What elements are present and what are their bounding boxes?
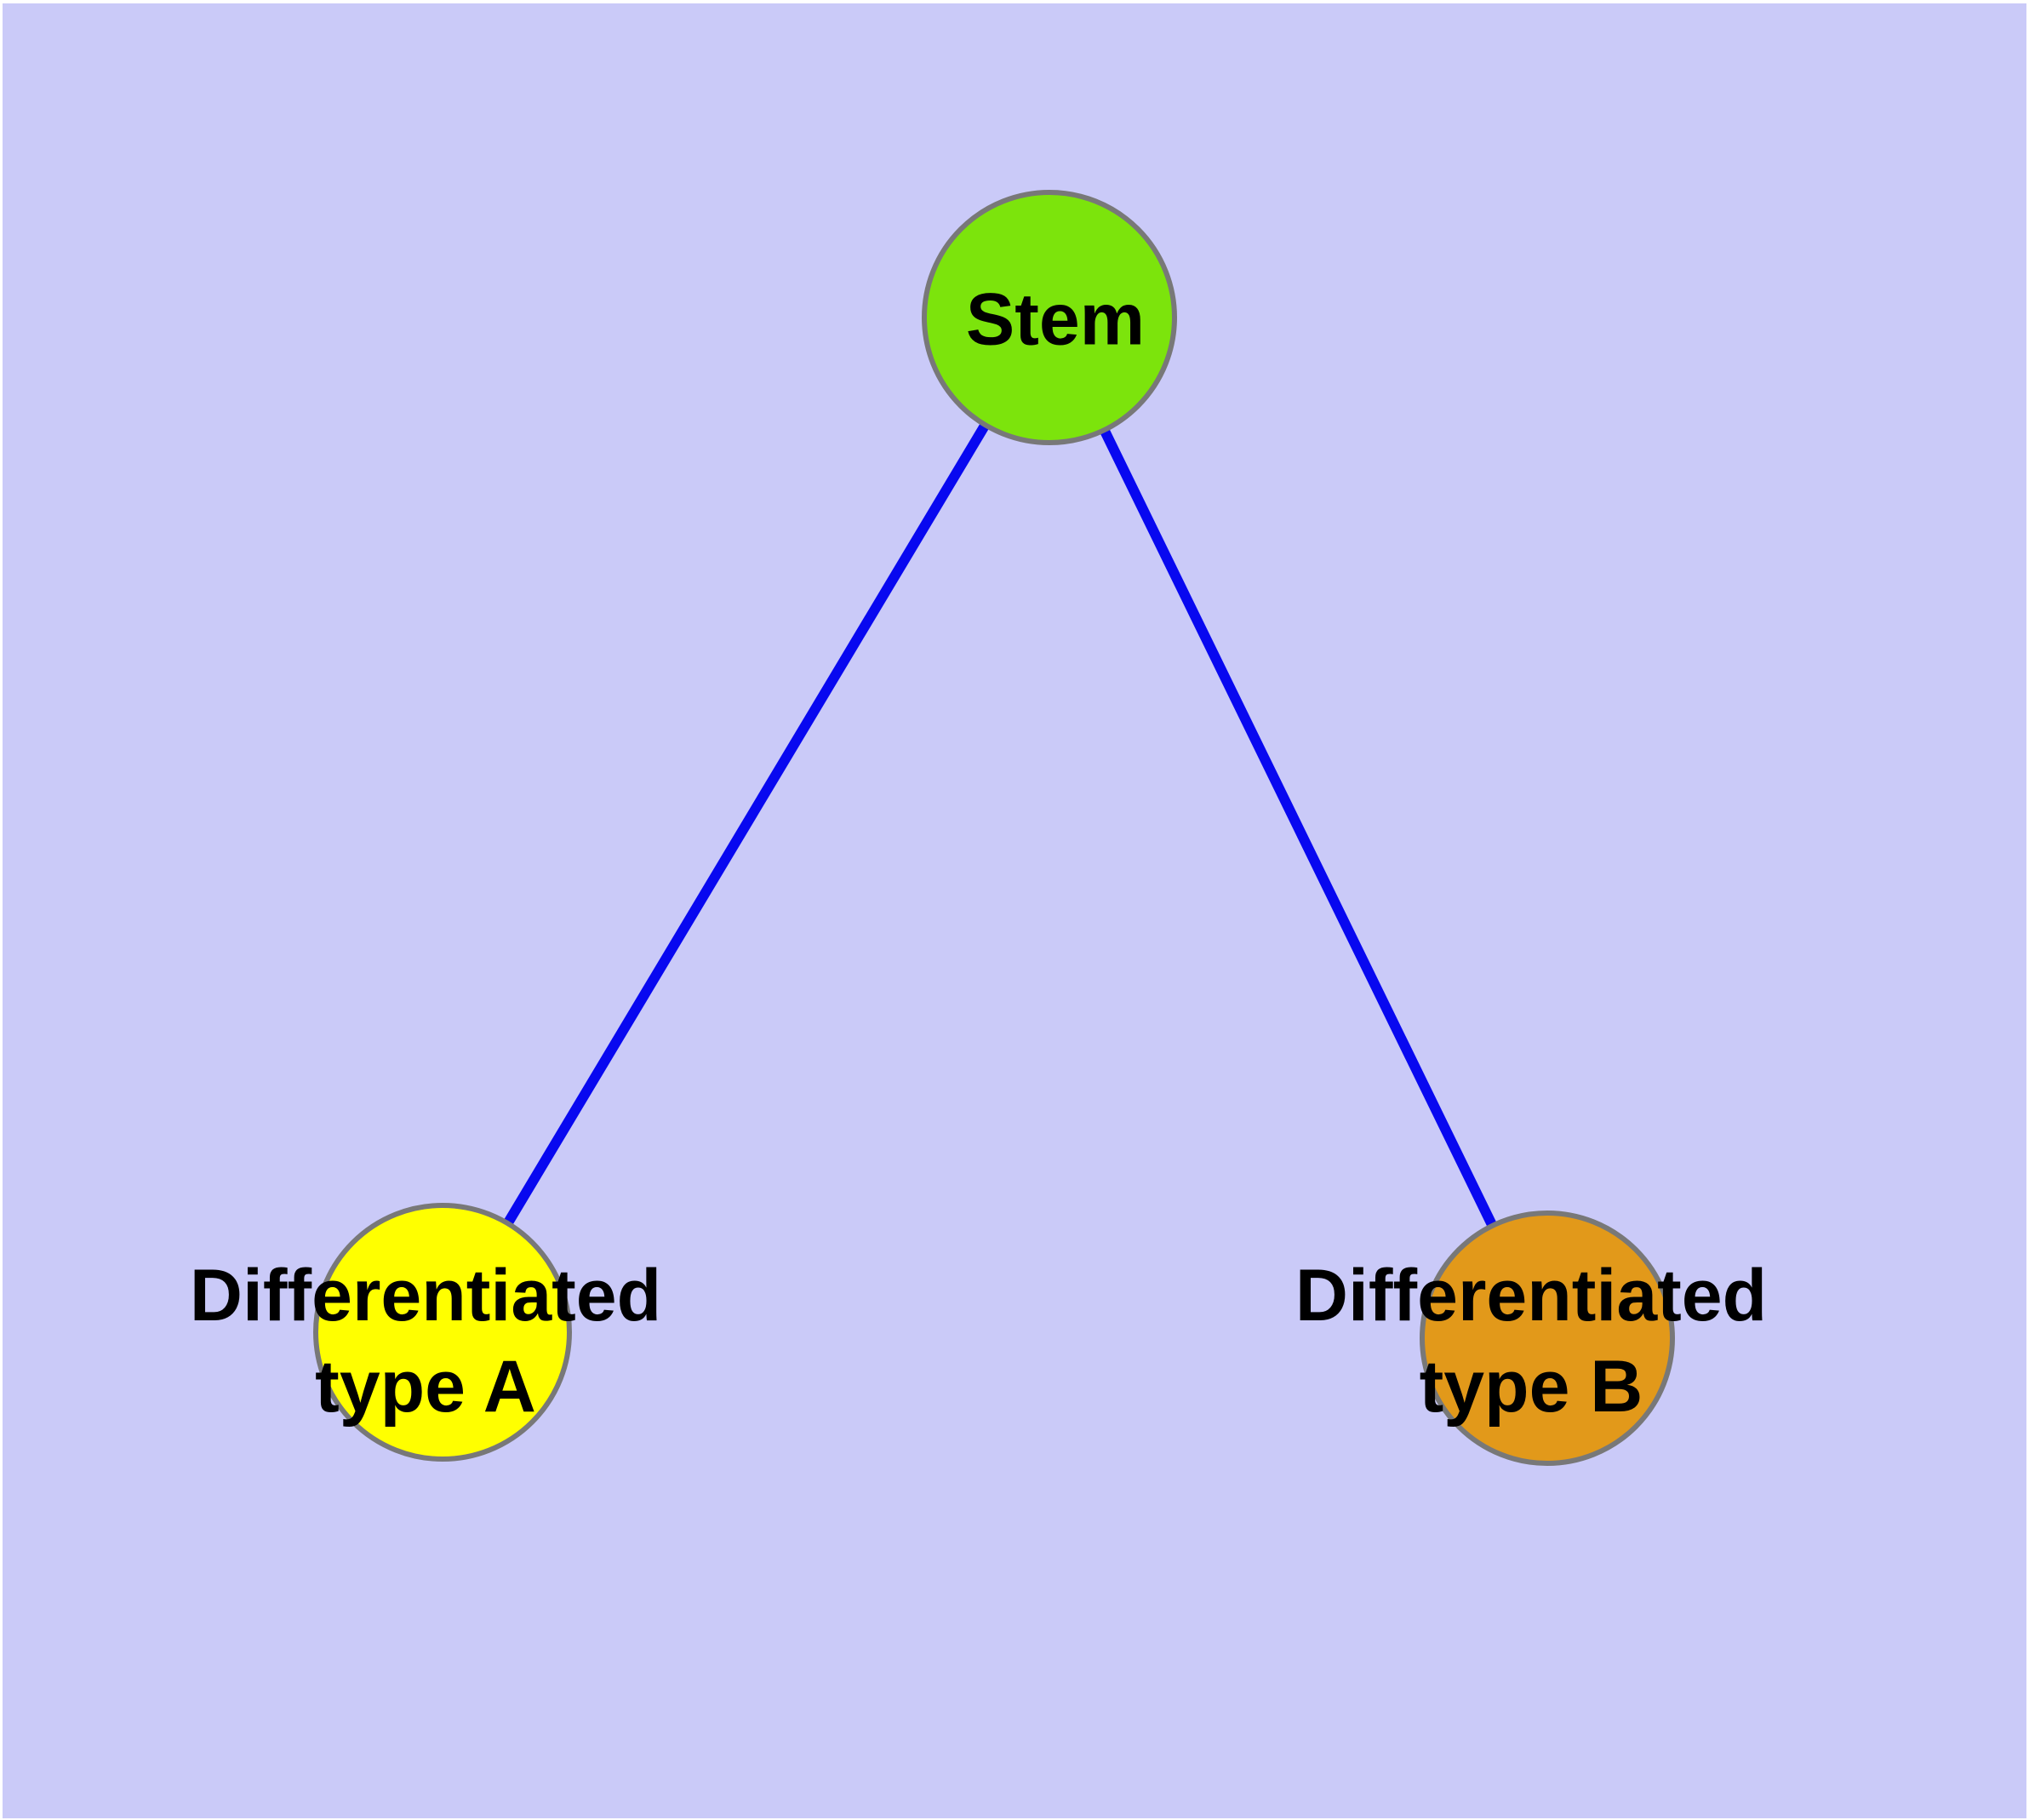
node-differentiated-type-a-circle[interactable] xyxy=(313,1203,572,1462)
edge-stem-to-type-b xyxy=(1044,315,1552,1341)
edge-stem-to-type-a xyxy=(437,314,1055,1336)
node-label-type-a-line1: Differentiated xyxy=(189,1255,662,1336)
node-label-type-b-line1: Differentiated xyxy=(1295,1255,1768,1336)
node-label-type-a-line2: type A xyxy=(315,1346,536,1428)
node-label-type-a: Differentiated type A xyxy=(190,1251,661,1433)
node-label-type-b-line2: type B xyxy=(1419,1346,1643,1428)
node-label-stem: Stem xyxy=(965,278,1146,361)
node-label-type-b: Differentiated type B xyxy=(1295,1251,1767,1433)
node-stem-circle[interactable] xyxy=(922,190,1177,445)
node-differentiated-type-b-circle[interactable] xyxy=(1420,1210,1675,1466)
